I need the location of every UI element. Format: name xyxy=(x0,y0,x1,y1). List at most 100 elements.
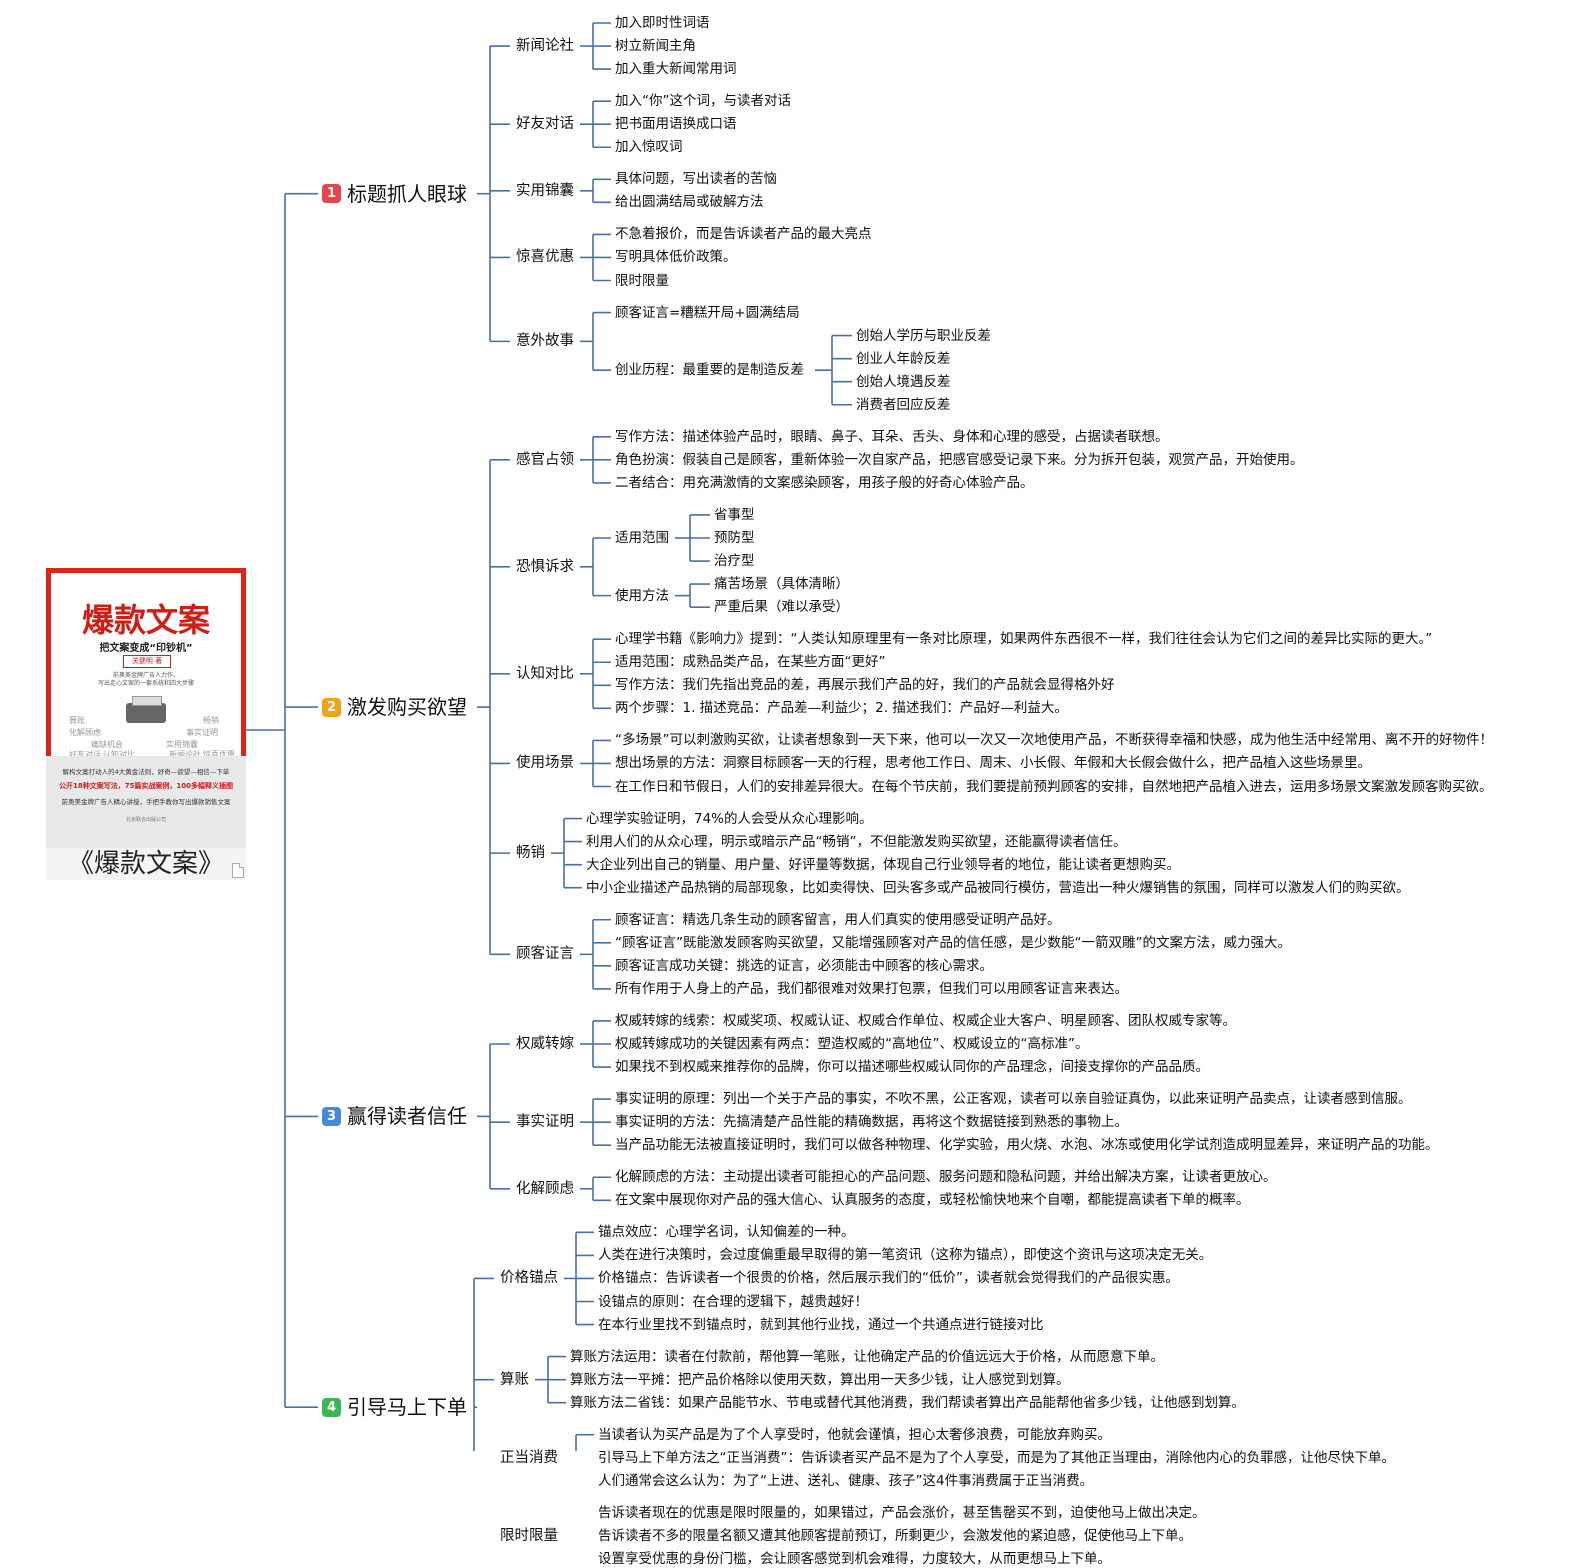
cover-word: 好友对话 xyxy=(69,750,101,759)
leaf-node[interactable]: 创业人年龄反差 xyxy=(856,350,951,367)
child-topic[interactable]: 顾客证言 xyxy=(516,946,574,963)
leaf-node[interactable]: 人类在进行决策时，会过度偏重最早取得的第一笔资讯（这称为锚点），即使这个资讯与这… xyxy=(598,1247,1213,1264)
leaf-node[interactable]: 预防型 xyxy=(714,530,755,546)
child-topic[interactable]: 限时限量 xyxy=(500,1527,558,1544)
leaf-node[interactable]: 告诉读者不多的限量名额又遭其他顾客提前预订，所剩更少，会激发他的紧迫感，促使他马… xyxy=(598,1527,1192,1544)
leaf-node[interactable]: 中小企业描述产品热销的局部现象，比如卖得快、回头客多或产品被同行模仿，营造出一种… xyxy=(586,879,1410,896)
leaf-node[interactable]: 事实证明的原理：列出一个关于产品的事实，不吹不黑，公正客观，读者可以亲自验证真伪… xyxy=(615,1091,1412,1108)
leaf-node[interactable]: 省事型 xyxy=(714,506,755,523)
main-topic[interactable]: 2 激发购买欲望 xyxy=(322,695,467,719)
note-icon[interactable] xyxy=(232,863,244,878)
root-topic[interactable]: 《爆款文案》 xyxy=(46,848,246,880)
leaf-node[interactable]: 引导马上下单方法之“正当消费”：告诉读者买产品不是为了个人享受，而是为了其他正当… xyxy=(598,1449,1395,1466)
child-topic[interactable]: 事实证明 xyxy=(516,1114,574,1131)
leaf-node[interactable]: 锚点效应：心理学名词，认知偏差的一种。 xyxy=(598,1224,855,1241)
leaf-node[interactable]: 人们通常会这么认为：为了“上进、送礼、健康、孩子”这4件事消费属于正当消费。 xyxy=(598,1472,1094,1489)
leaf-node[interactable]: 化解顾虑的方法：主动提出读者可能担心的产品问题、服务问题和隐私问题，并给出解决方… xyxy=(615,1169,1277,1186)
leaf-node[interactable]: 加入惊叹词 xyxy=(615,139,683,156)
leaf-node[interactable]: 加入“你”这个词，与读者对话 xyxy=(615,93,791,110)
leaf-node[interactable]: 写作方法：描述体验产品时，眼睛、鼻子、耳朵、舌头、身体和心理的感受，占据读者联想… xyxy=(615,428,1169,445)
leaf-node[interactable]: 角色扮演：假装自己是顾客，重新体验一次自家产品，把感官感受记录下来。分为拆开包装… xyxy=(615,451,1304,468)
sub-topic[interactable]: 创业历程：最重要的是制造反差 xyxy=(615,362,804,379)
leaf-node[interactable]: 权威转嫁成功的关键因素有两点：塑造权威的“高地位”、权威设立的“高标准”。 xyxy=(615,1036,1089,1052)
leaf-node[interactable]: 两个步骤：1. 描述竞品：产品差—利益少；2. 描述我们：产品好—利益大。 xyxy=(615,700,1068,717)
leaf-node[interactable]: 心理学书籍《影响力》提到：“人类认知原理里有一条对比原理，如果两件东西很不一样，… xyxy=(615,631,1433,648)
leaf-node[interactable]: “顾客证言”既能激发顾客购买欲望，又能增强顾客对产品的信任感，是少数能“一箭双雕… xyxy=(615,934,1291,951)
printer-illustration xyxy=(126,696,166,723)
leaf-node[interactable]: 在工作日和节假日，人们的安排差异很大。在每个节庆前，我们要提前预判顾客的安排，自… xyxy=(615,778,1493,795)
leaf-node[interactable]: 树立新闻主角 xyxy=(615,38,696,55)
leaf-node[interactable]: 如果找不到权威来推荐你的品牌，你可以描述哪些权威认同你的产品理念，间接支撑你的产… xyxy=(615,1059,1209,1076)
leaf-node[interactable]: 治疗型 xyxy=(714,553,755,570)
leaf-node[interactable]: “多场景”可以刺激购买欲，让读者想象到一天下来，他可以一次又一次地使用产品，不断… xyxy=(615,732,1493,749)
leaf-node[interactable]: 不急着报价，而是告诉读者产品的最大亮点 xyxy=(615,226,872,243)
leaf-node[interactable]: 利用人们的从众心理，明示或暗示产品“畅销”，不但能激发购买欲望，还能赢得读者信任… xyxy=(586,833,1127,850)
leaf-node[interactable]: 价格锚点：告诉读者一个很贵的价格，然后展示我们的“低价”，读者就会觉得我们的产品… xyxy=(598,1270,1179,1287)
leaf-node[interactable]: 事实证明的方法：先搞清楚产品性能的精确数据，再将这个数据链接到熟悉的事物上。 xyxy=(615,1114,1128,1131)
leaf-node[interactable]: 严重后果（难以承受） xyxy=(714,599,849,616)
leaf-node[interactable]: 加入重大新闻常用词 xyxy=(615,61,737,78)
child-topic[interactable]: 意外故事 xyxy=(516,333,574,350)
leaf-node[interactable]: 创始人学历与职业反差 xyxy=(856,327,991,344)
leaf-node[interactable]: 当产品功能无法被直接证明时，我们可以做各种物理、化学实验，用火烧、水泡、冰冻或使… xyxy=(615,1137,1439,1154)
leaf-node[interactable]: 算账方法二省钱：如果产品能节水、节电或替代其他消费，我们帮读者算出产品能帮他省多… xyxy=(570,1394,1245,1411)
leaf-node[interactable]: 当读者认为买产品是为了个人享受时，他就会谨慎，担心太奢侈浪费，可能放弃购买。 xyxy=(598,1426,1111,1443)
leaf-node[interactable]: 把书面用语换成口语 xyxy=(615,116,737,133)
child-topic[interactable]: 认知对比 xyxy=(516,665,574,682)
child-topic[interactable]: 算账 xyxy=(500,1371,529,1388)
child-topic[interactable]: 权威转嫁 xyxy=(516,1036,574,1052)
sub-topic[interactable]: 使用方法 xyxy=(615,587,669,604)
child-topic[interactable]: 使用场景 xyxy=(516,755,574,772)
child-topic[interactable]: 畅销 xyxy=(516,845,545,862)
leaf-node[interactable]: 写明具体低价政策。 xyxy=(615,249,737,266)
child-topic[interactable]: 化解顾虑 xyxy=(516,1180,574,1197)
leaf-node[interactable]: 痛苦场景（具体清晰） xyxy=(714,576,849,593)
child-topic[interactable]: 价格锚点 xyxy=(500,1270,558,1287)
leaf-node[interactable]: 创始人境遇反差 xyxy=(856,373,951,390)
leaf-node[interactable]: 限时限量 xyxy=(615,272,669,289)
main-topic-label: 赢得读者信任 xyxy=(347,1104,467,1129)
child-topic[interactable]: 新闻论社 xyxy=(516,38,574,55)
leaf-node[interactable]: 消费者回应反差 xyxy=(856,396,951,413)
leaf-node[interactable]: 写作方法：我们先指出竞品的差，再展示我们产品的好，我们的产品就会显得格外好 xyxy=(615,677,1115,694)
leaf-node[interactable]: 在文案中展现你对产品的强大信心、认真服务的态度，或轻松愉快地来个自嘲，都能提高读… xyxy=(615,1192,1250,1209)
child-topic[interactable]: 惊喜优惠 xyxy=(516,249,574,266)
leaf-node[interactable]: 顾客证言成功关键：挑选的证言，必须能击中顾客的核心需求。 xyxy=(615,957,993,974)
leaf-node[interactable]: 心理学实验证明，74%的人会受从众心理影响。 xyxy=(586,810,873,827)
leaf-node[interactable]: 设置享受优惠的身份门槛，会让顾客感觉到机会难得，力度较大，从而更想马上下单。 xyxy=(598,1551,1111,1567)
leaf-node[interactable]: 在本行业里找不到锚点时，就到其他行业找，通过一个共通点进行链接对比 xyxy=(598,1316,1044,1333)
child-topic[interactable]: 好友对话 xyxy=(516,116,574,133)
leaf-node[interactable]: 大企业列出自己的销量、用户量、好评量等数据，体现自己行业领导者的地位，能让读者更… xyxy=(586,856,1180,873)
main-topic-label: 激发购买欲望 xyxy=(347,695,467,720)
main-topic-label: 引导马上下单 xyxy=(347,1395,467,1420)
leaf-node[interactable]: 给出圆满结局或破解方法 xyxy=(615,194,764,211)
leaf-node[interactable]: 具体问题，写出读者的苦恼 xyxy=(615,171,777,188)
book-blurb-highlight: 公开18种文案写法，75篇实战案例，100多幅释义插图 xyxy=(58,782,234,790)
leaf-node[interactable]: 算账方法运用：读者在付款前，帮他算一笔账，让他确定产品的价值远远大于价格，从而愿… xyxy=(570,1348,1164,1365)
sub-topic[interactable]: 适用范围 xyxy=(615,530,669,546)
leaf-node[interactable]: 权威转嫁的线索：权威奖项、权威认证、权威合作单位、权威企业大客户、明星顾客、团队… xyxy=(615,1012,1236,1029)
child-topic[interactable]: 感官占领 xyxy=(516,451,574,468)
leaf-node[interactable]: 告诉读者现在的优惠是限时限量的，如果错过，产品会涨价，甚至售罄买不到，迫使他马上… xyxy=(598,1504,1206,1521)
child-topic[interactable]: 恐惧诉求 xyxy=(516,558,574,575)
leaf-node[interactable]: 加入即时性词语 xyxy=(615,15,710,31)
cover-word: 畅销 xyxy=(203,716,219,725)
book-cover: 爆款文案 把文案变成“印钞机” 关健明 著 前奥美金牌广告人力作。 写出走心文案… xyxy=(46,568,246,853)
leaf-node[interactable]: 算账方法一平摊：把产品价格除以使用天数，算出用一天多少钱，让人感觉到划算。 xyxy=(570,1371,1070,1388)
priority-badge: 1 xyxy=(322,184,341,204)
leaf-node[interactable]: 所有作用于人身上的产品，我们都很难对效果打包票，但我们可以用顾客证言来表达。 xyxy=(615,980,1128,997)
leaf-node[interactable]: 顾客证言=糟糕开局+圆满结局 xyxy=(615,304,800,321)
leaf-node[interactable]: 顾客证言：精选几条生动的顾客留言，用人们真实的使用感受证明产品好。 xyxy=(615,911,1061,928)
main-topic[interactable]: 4 引导马上下单 xyxy=(322,1395,467,1419)
leaf-node[interactable]: 二者结合：用充满激情的文案感染顾客，用孩子般的好奇心体验产品。 xyxy=(615,474,1034,491)
book-blurb: 前奥美金牌广告人精心讲授，手把手教你写出爆款销售文案 xyxy=(61,798,231,806)
leaf-node[interactable]: 想出场景的方法：洞察目标顾客一天的行程，思考他工作日、周末、小长假、年假和大长假… xyxy=(615,755,1371,772)
priority-badge: 4 xyxy=(322,1397,341,1417)
child-topic[interactable]: 实用锦囊 xyxy=(516,182,574,199)
leaf-node[interactable]: 适用范围：成熟品类产品，在某些方面“更好” xyxy=(615,654,886,671)
priority-badge: 2 xyxy=(322,697,341,717)
book-cover-desc-line1: 前奥美金牌广告人力作。 xyxy=(112,672,179,679)
leaf-node[interactable]: 设锚点的原则：在合理的逻辑下，越贵越好！ xyxy=(598,1293,868,1310)
